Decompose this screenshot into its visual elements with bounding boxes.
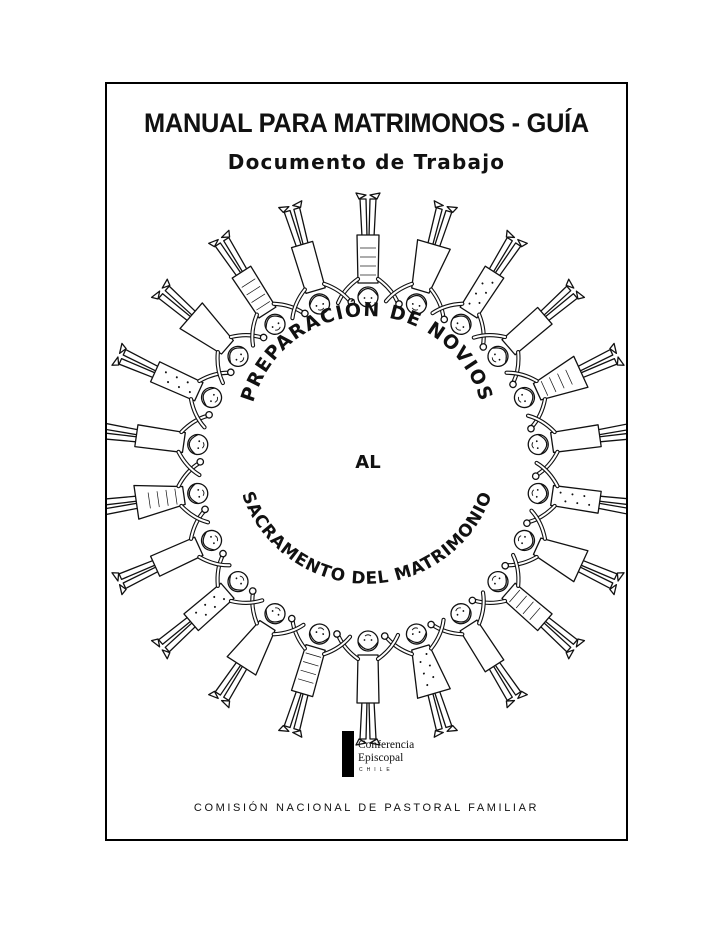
person-figure	[111, 505, 232, 596]
person-figure	[150, 549, 265, 660]
person-figure	[208, 587, 306, 709]
person-figure	[111, 342, 235, 430]
ring-bottom-text: SACRAMENTO DEL MATRIMONIO	[237, 489, 497, 589]
person-figure	[278, 200, 356, 321]
cover-frame: MANUAL PARA MATRIMONOS - GUÍA Documento …	[105, 82, 628, 841]
person-figure	[504, 342, 625, 433]
person-figure	[278, 614, 353, 738]
person-figure	[468, 552, 586, 660]
logo-line-1: Conferencia	[358, 739, 415, 751]
person-figure	[208, 229, 309, 348]
person-figure	[333, 630, 401, 746]
person-figure	[107, 457, 211, 525]
person-figure	[430, 229, 528, 351]
people-circle-illustration: PREPARACIÓN DE NOVIOS AL SACRAMENTO DEL …	[107, 192, 626, 746]
person-figure	[471, 278, 586, 389]
person-figure	[150, 278, 268, 386]
person-figure	[107, 410, 213, 478]
ring-top-text: PREPARACIÓN DE NOVIOS	[237, 297, 497, 405]
cover-title: MANUAL PARA MATRIMONOS - GUÍA	[144, 108, 589, 138]
commission-name: COMISIÓN NACIONAL DE PASTORAL FAMILIAR	[193, 802, 540, 814]
person-figure	[335, 192, 403, 308]
person-figure	[380, 617, 458, 738]
episcopal-conference-logo: Conferencia Episcopal CHILE	[342, 731, 442, 777]
person-figure	[525, 413, 626, 481]
logo-line-2: Episcopal	[358, 752, 404, 764]
cover-subtitle: Documento de Trabajo	[227, 150, 506, 174]
logo-mark	[342, 731, 354, 777]
ring-middle-text: AL	[355, 452, 380, 473]
person-figure	[427, 590, 528, 709]
person-figure	[383, 200, 458, 324]
person-figure	[523, 460, 626, 528]
person-figure	[501, 508, 625, 596]
logo-line-3: CHILE	[359, 767, 394, 773]
figures-group	[107, 192, 626, 746]
